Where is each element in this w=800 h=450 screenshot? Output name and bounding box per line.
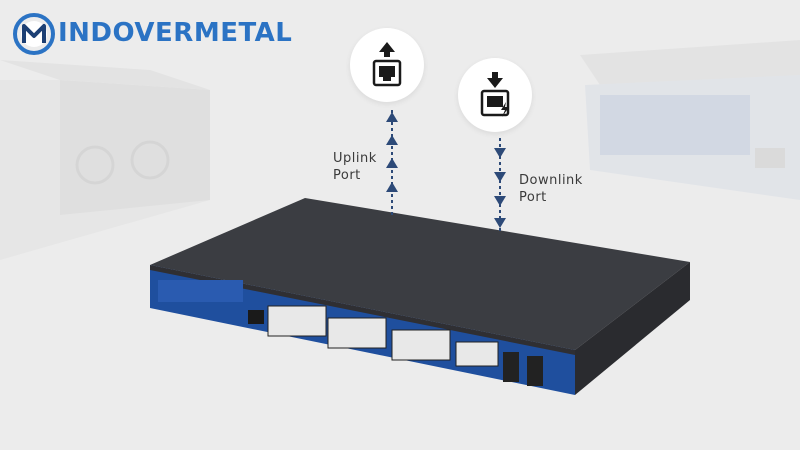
downlink-label-line1: Downlink [519,173,583,188]
port-group-2 [327,317,387,349]
uplink-label-line2: Port [333,168,361,183]
uplink-label-line1: Uplink [333,151,377,166]
led-panel [158,280,243,302]
sfp-ports [503,352,543,386]
logo-mark-icon [13,13,55,55]
downlink-flow-line [494,138,506,232]
ethernet-port-upload-icon [372,42,402,87]
faded-switch-right [580,40,800,200]
ethernet-port-download-icon [480,72,510,117]
switch-right-side [575,262,690,395]
brand-logo[interactable]: INDOVERMETAL [12,12,312,56]
port-group-1 [267,305,327,337]
switch-top [150,198,690,350]
downlink-label-line2: Port [519,190,547,205]
uplink-port-badge [350,28,424,102]
downlink-port-badge [458,58,532,132]
uplink-port-label: Uplink Port [333,150,377,184]
console-port [248,310,264,324]
logo-text: INDOVERMETAL [58,18,293,48]
uplink-flow-line [386,110,398,215]
downlink-port-label: Downlink Port [519,172,583,206]
faded-switch-left [0,60,210,260]
port-group-3 [391,329,451,361]
uplink-ports [455,341,499,367]
